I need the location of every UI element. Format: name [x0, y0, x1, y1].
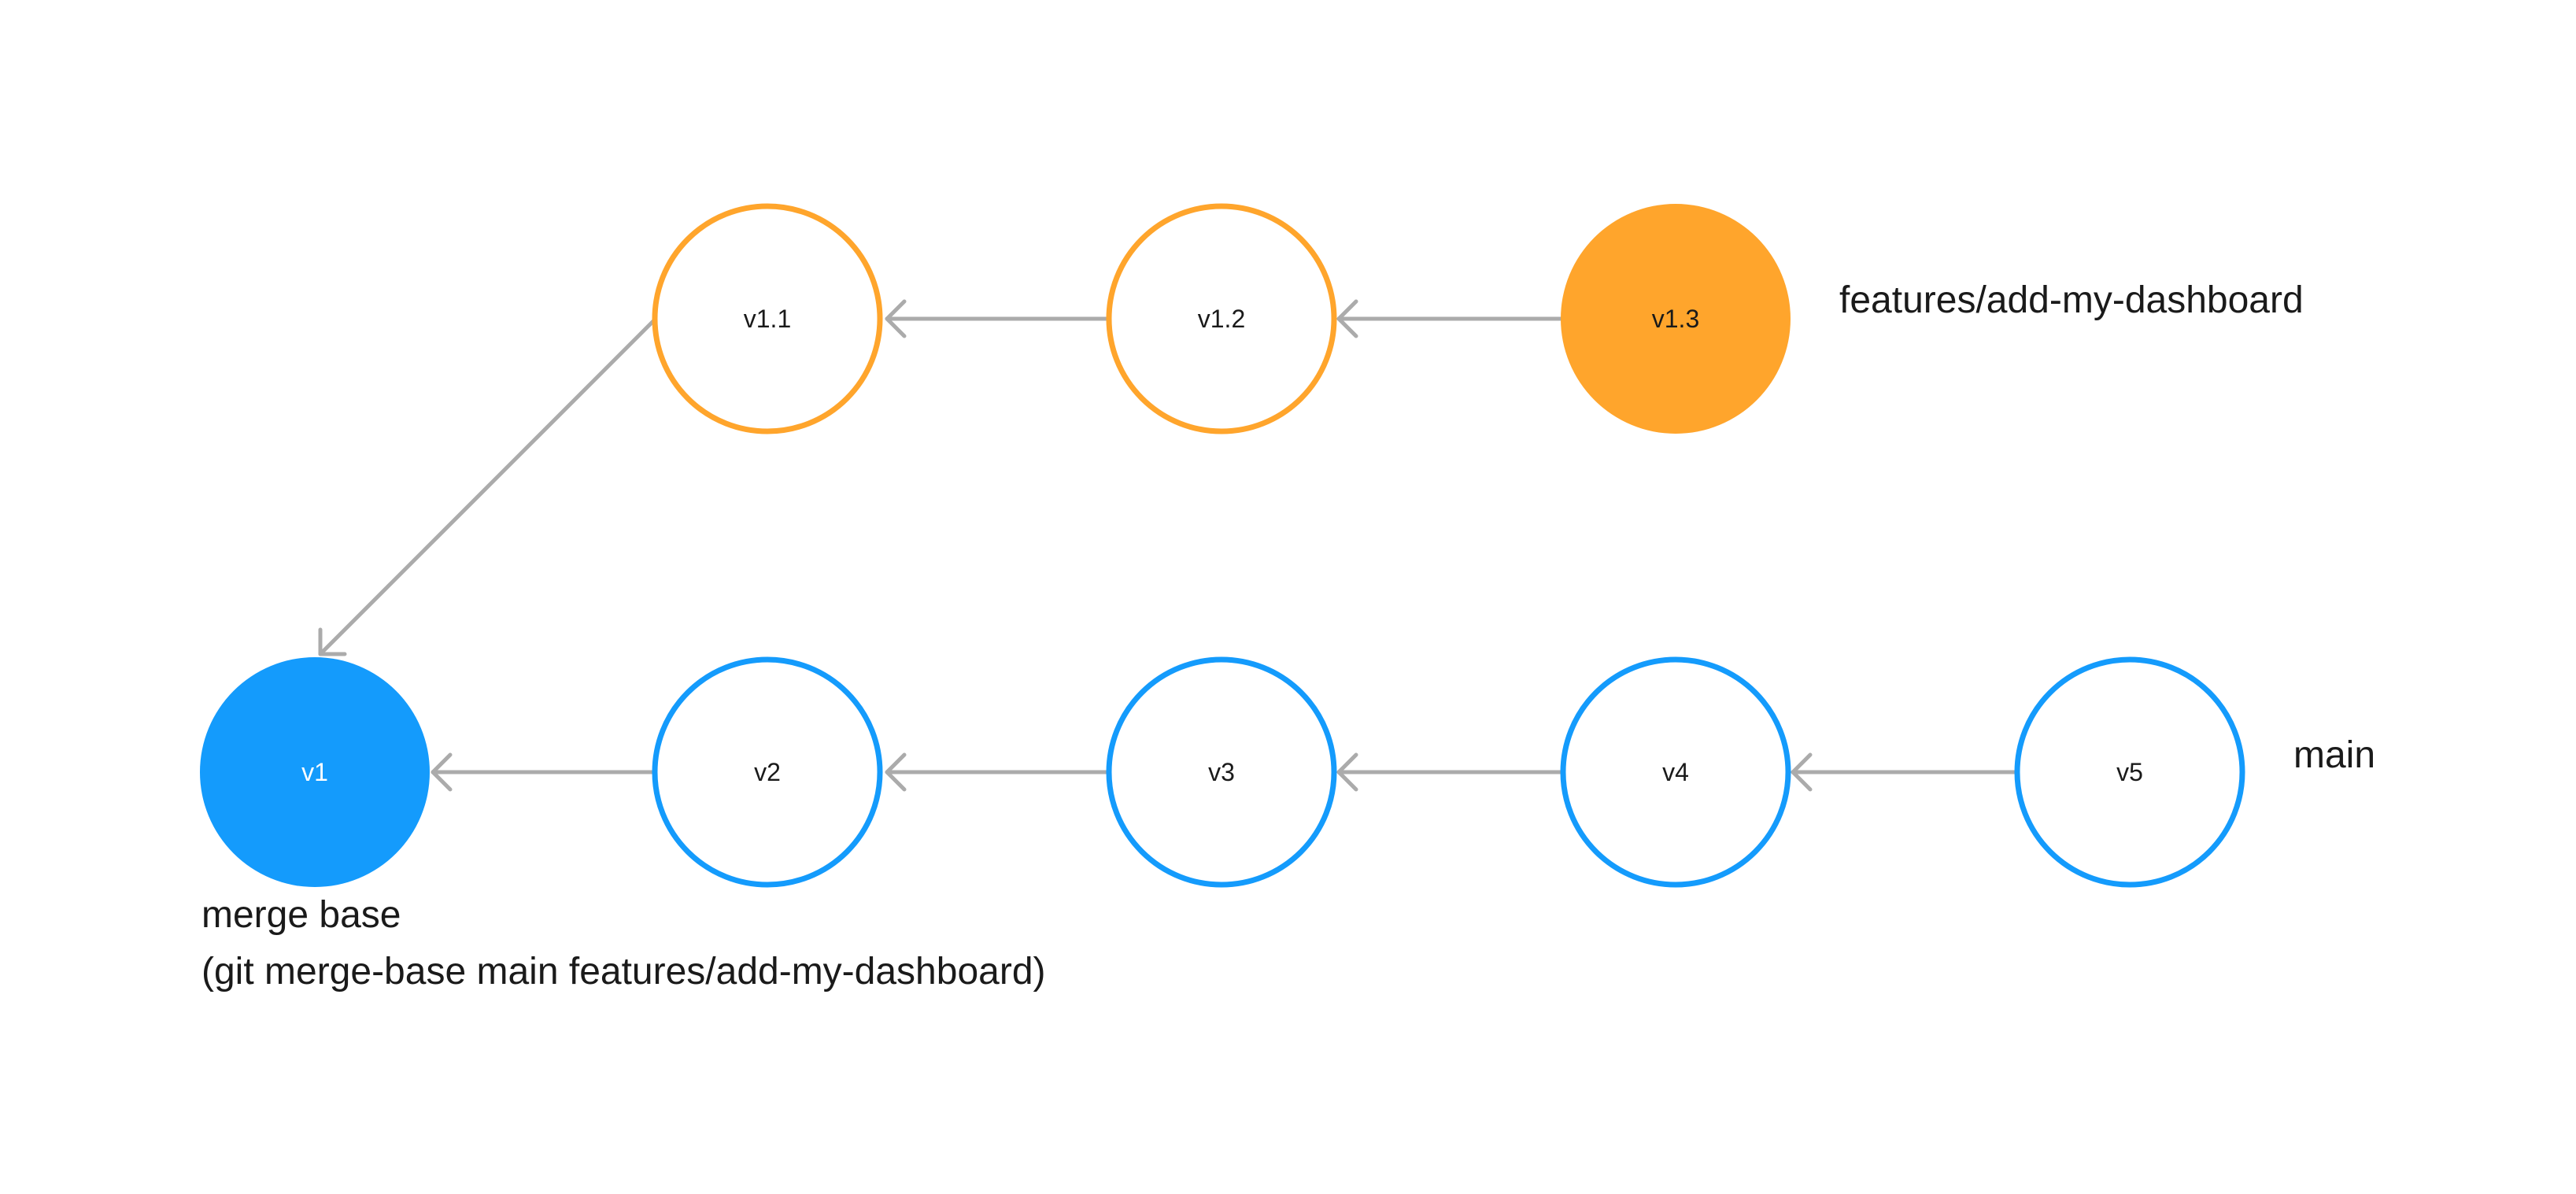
arrowhead-v1	[431, 752, 453, 792]
arrowhead-v4	[1791, 752, 1813, 792]
node-label-v2: v2	[754, 758, 781, 786]
node-label-v1.2: v1.2	[1198, 305, 1245, 333]
node-v1[interactable]: v1	[200, 657, 430, 887]
branch-label-main: main	[2293, 734, 2375, 776]
branch-label-feature: features/add-my-dashboard	[1839, 279, 2304, 321]
node-v2[interactable]: v2	[652, 656, 883, 888]
merge-base-title: merge base	[201, 894, 401, 936]
node-v1.2[interactable]: v1.2	[1106, 203, 1337, 434]
node-v5[interactable]: v5	[2014, 656, 2245, 888]
node-v1.1[interactable]: v1.1	[652, 203, 883, 434]
node-label-v4: v4	[1662, 758, 1689, 786]
node-label-v1.3: v1.3	[1652, 305, 1699, 333]
arrowhead-v3	[1336, 752, 1358, 792]
edges	[318, 299, 2017, 792]
node-v4[interactable]: v4	[1560, 656, 1791, 888]
arrowhead-v1.1	[885, 299, 907, 338]
edge-v1.1-to-v1	[318, 319, 656, 656]
arrowhead-v1-diagonal	[318, 627, 347, 656]
merge-base-command: (git merge-base main features/add-my-das…	[201, 951, 1046, 993]
node-label-v5: v5	[2116, 758, 2143, 786]
node-label-v1: v1	[301, 758, 328, 786]
node-label-v1.1: v1.1	[744, 305, 791, 333]
arrowhead-v2	[885, 752, 907, 792]
node-v3[interactable]: v3	[1106, 656, 1337, 888]
node-label-v3: v3	[1208, 758, 1235, 786]
arrowhead-v1.2	[1336, 299, 1358, 338]
node-v1.3[interactable]: v1.3	[1561, 204, 1791, 434]
